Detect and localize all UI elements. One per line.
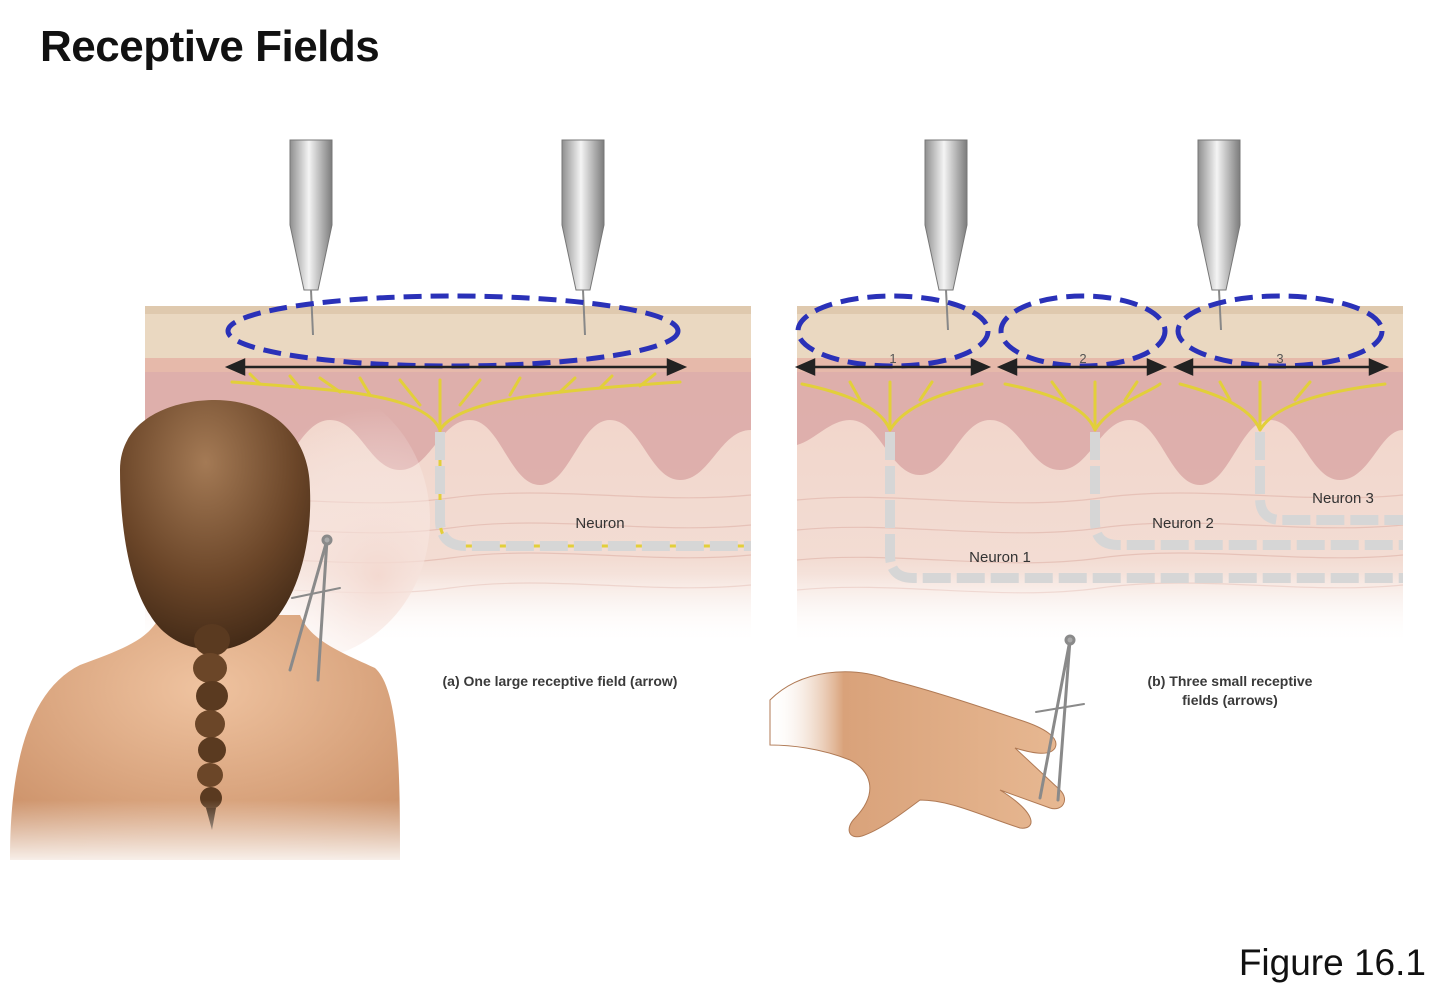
hand-illustration	[769, 671, 1065, 838]
field-number-2: 2	[1079, 351, 1086, 366]
panel-b-skin-block	[780, 306, 1420, 650]
panel-b-field-arrow-3	[1172, 358, 1390, 376]
page-title: Receptive Fields	[40, 22, 380, 71]
caliper-icon	[1035, 634, 1085, 802]
woman-back-illustration	[0, 380, 430, 870]
panel-a-caption: (a) One large receptive field (arrow)	[442, 673, 678, 689]
caliper-icon	[288, 534, 341, 682]
panel-b-caption: (b) Three small receptive fields (arrows…	[1095, 672, 1365, 710]
neuron-1-label: Neuron 1	[969, 549, 1031, 566]
probe-icon	[289, 139, 333, 336]
panel-a-field-arrow	[224, 358, 688, 376]
figure-label: Figure 16.1	[1238, 942, 1426, 983]
panel-b-field-arrow-2	[996, 358, 1168, 376]
probe-icon	[924, 139, 968, 331]
panel-b-caption-line1: (b) Three small receptive	[1147, 673, 1313, 689]
panel-a-neuron-axon	[435, 430, 751, 551]
panel-b-receptive-field-ellipse-1	[795, 293, 991, 369]
panel-b-caption-line2: fields (arrows)	[1182, 692, 1278, 708]
probe-icon	[561, 139, 605, 336]
field-number-1: 1	[889, 351, 896, 366]
neuron-label: Neuron	[575, 515, 624, 532]
neuron-3-label: Neuron 3	[1312, 490, 1374, 507]
probe-icon	[1197, 139, 1241, 331]
panel-b-nerve-endings	[800, 380, 1387, 432]
neuron-2-label: Neuron 2	[1152, 515, 1214, 532]
panel-b-field-arrow-1	[794, 358, 992, 376]
panel-b-neuron-axons	[885, 432, 1403, 583]
field-number-3: 3	[1276, 351, 1283, 366]
